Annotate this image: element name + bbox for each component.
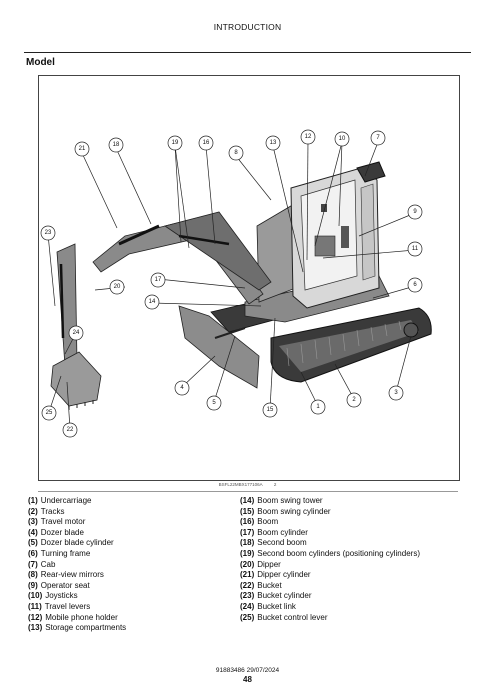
legend-item: (6)Turning frame xyxy=(28,549,233,560)
callout-13: 13 xyxy=(266,136,280,150)
section-title: Model xyxy=(26,57,55,68)
legend-item: (7)Cab xyxy=(28,560,233,571)
legend-item: (11)Travel levers xyxy=(28,602,233,613)
figure-divider xyxy=(38,491,458,492)
legend-item: (24)Bucket link xyxy=(240,602,470,613)
callout-17: 17 xyxy=(151,273,165,287)
svg-text:15: 15 xyxy=(267,407,274,413)
legend-item: (16)Boom xyxy=(240,517,470,528)
legend-right-column: (14)Boom swing tower (15)Boom swing cyli… xyxy=(240,496,470,623)
callout-6: 6 xyxy=(408,278,422,292)
legend-item: (8)Rear-view mirrors xyxy=(28,570,233,581)
callout-18: 18 xyxy=(109,138,123,152)
svg-text:18: 18 xyxy=(113,142,120,148)
svg-text:23: 23 xyxy=(45,230,52,236)
excavator-figure: 1 2 3 4 5 6 7 8 9 10 11 12 13 14 15 16 1… xyxy=(38,75,460,481)
callout-3: 3 xyxy=(389,386,403,400)
figure-ref-number: 2 xyxy=(274,482,277,487)
legend-item: (23)Bucket cylinder xyxy=(240,591,470,602)
excavator-illustration: 1 2 3 4 5 6 7 8 9 10 11 12 13 14 15 16 1… xyxy=(39,76,459,480)
svg-text:22: 22 xyxy=(67,427,74,433)
legend-left-column: (1)Undercarriage (2)Tracks (3)Travel mot… xyxy=(28,496,233,634)
legend-item: (1)Undercarriage xyxy=(28,496,233,507)
figure-ref-code: BSFL22MBX177106A xyxy=(219,482,263,487)
callout-5: 5 xyxy=(207,396,221,410)
legend-item: (21)Dipper cylinder xyxy=(240,570,470,581)
legend-item: (9)Operator seat xyxy=(28,581,233,592)
page-header: INTRODUCTION xyxy=(0,22,495,32)
callout-25: 25 xyxy=(42,406,56,420)
legend-item: (2)Tracks xyxy=(28,507,233,518)
document-code: 91883486 29/07/2024 xyxy=(0,667,495,674)
svg-text:25: 25 xyxy=(46,410,53,416)
legend-item: (18)Second boom xyxy=(240,538,470,549)
svg-text:21: 21 xyxy=(79,146,86,152)
svg-text:13: 13 xyxy=(270,140,277,146)
callout-4: 4 xyxy=(175,381,189,395)
svg-text:16: 16 xyxy=(203,140,210,146)
callout-10: 10 xyxy=(335,132,349,146)
callout-23: 23 xyxy=(41,226,55,240)
callout-1: 1 xyxy=(311,400,325,414)
figure-reference: BSFL22MBX177106A 2 xyxy=(0,482,495,487)
callout-14: 14 xyxy=(145,295,159,309)
cab-drawing xyxy=(291,162,385,308)
legend-item: (13)Storage compartments xyxy=(28,623,233,634)
svg-text:19: 19 xyxy=(172,140,179,146)
callout-24: 24 xyxy=(69,326,83,340)
callout-8: 8 xyxy=(229,146,243,160)
legend-item: (25)Bucket control lever xyxy=(240,613,470,624)
callout-20: 20 xyxy=(110,280,124,294)
header-rule xyxy=(24,52,471,53)
svg-text:14: 14 xyxy=(149,299,156,305)
callout-21: 21 xyxy=(75,142,89,156)
legend-item: (14)Boom swing tower xyxy=(240,496,470,507)
page-number: 48 xyxy=(0,675,495,684)
svg-text:20: 20 xyxy=(114,284,121,290)
callout-16: 16 xyxy=(199,136,213,150)
svg-text:24: 24 xyxy=(73,330,80,336)
callout-7: 7 xyxy=(371,131,385,145)
legend-item: (15)Boom swing cylinder xyxy=(240,507,470,518)
legend-item: (4)Dozer blade xyxy=(28,528,233,539)
legend-item: (12)Mobile phone holder xyxy=(28,613,233,624)
callout-22: 22 xyxy=(63,423,77,437)
callout-2: 2 xyxy=(347,393,361,407)
legend-item: (10)Joysticks xyxy=(28,591,233,602)
svg-text:10: 10 xyxy=(339,136,346,142)
callout-11: 11 xyxy=(408,242,422,256)
legend-item: (3)Travel motor xyxy=(28,517,233,528)
legend-item: (22)Bucket xyxy=(240,581,470,592)
svg-text:11: 11 xyxy=(412,246,419,252)
legend-item: (19)Second boom cylinders (positioning c… xyxy=(240,549,470,560)
legend-item: (17)Boom cylinder xyxy=(240,528,470,539)
callout-9: 9 xyxy=(408,205,422,219)
legend-item: (5)Dozer blade cylinder xyxy=(28,538,233,549)
callout-12: 12 xyxy=(301,130,315,144)
callout-15: 15 xyxy=(263,403,277,417)
legend-item: (20)Dipper xyxy=(240,560,470,571)
callout-19: 19 xyxy=(168,136,182,150)
svg-text:12: 12 xyxy=(305,134,312,140)
svg-text:17: 17 xyxy=(155,277,162,283)
